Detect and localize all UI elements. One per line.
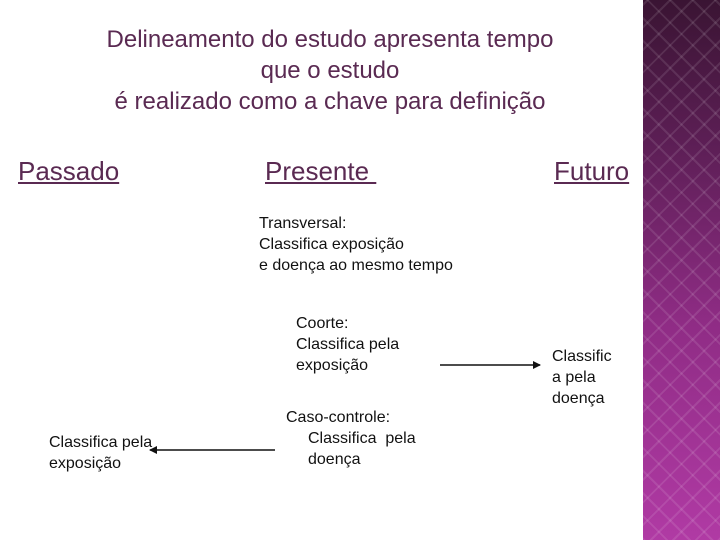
arrow-layer [0, 0, 720, 540]
slide: Delineamento do estudo apresenta tempo q… [0, 0, 720, 540]
